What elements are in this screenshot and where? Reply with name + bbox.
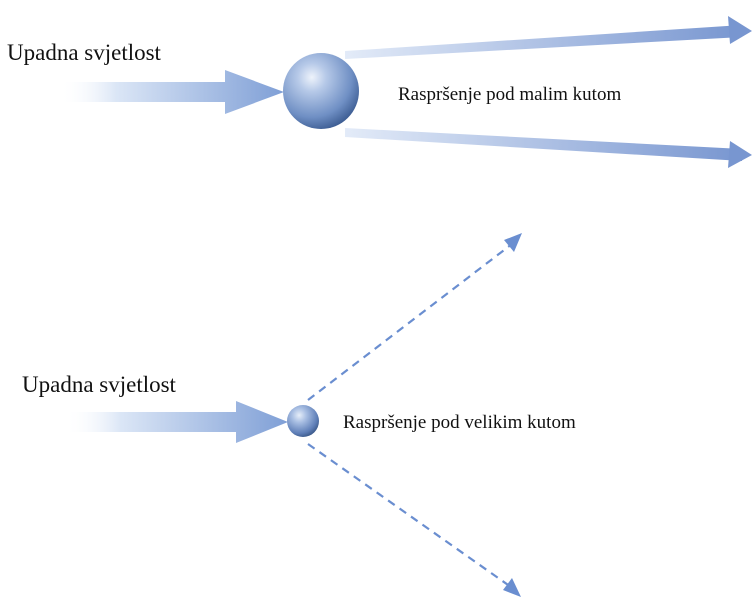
top-particle-large [283, 53, 359, 129]
bottom-scatter-arrowhead-lower [503, 578, 521, 597]
top-incident-arrow [60, 70, 284, 114]
top-scatter-arrowhead-lower [728, 141, 752, 168]
bottom-panel: Upadna svjetlost Raspršenje pod velikim … [22, 233, 576, 597]
top-scatter-arrowhead-upper [728, 16, 752, 44]
top-scatter-label: Raspršenje pod malim kutom [398, 84, 621, 105]
top-incident-label: Upadna svjetlost [7, 40, 162, 65]
bottom-scatter-ray-upper [307, 243, 513, 401]
bottom-scatter-arrowhead-upper [504, 233, 522, 252]
top-scatter-beam-lower [345, 128, 742, 161]
bottom-scatter-ray-lower [307, 443, 512, 588]
top-panel: Upadna svjetlost Raspršenje pod malim ku… [7, 16, 752, 168]
bottom-scatter-label: Raspršenje pod velikim kutom [343, 412, 576, 433]
bottom-particle-small [287, 405, 319, 437]
top-scatter-beam-upper [345, 25, 742, 59]
bottom-incident-arrow [65, 401, 288, 443]
bottom-incident-label: Upadna svjetlost [22, 372, 177, 397]
